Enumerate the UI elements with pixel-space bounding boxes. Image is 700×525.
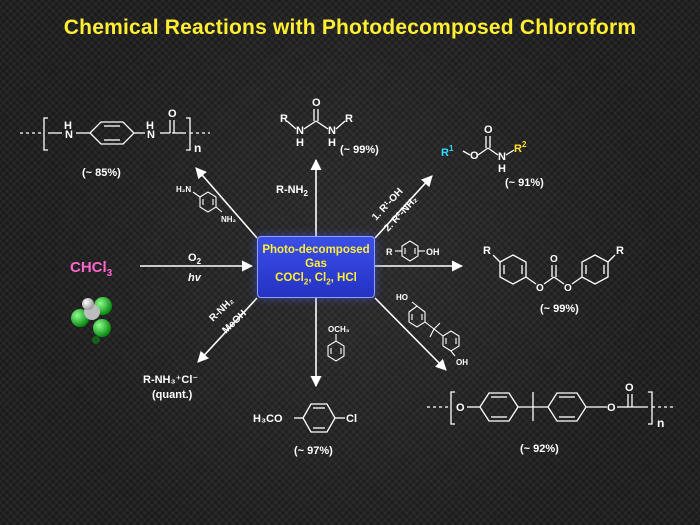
hub-line-2: Gas — [305, 258, 327, 270]
bpa-oh: OH — [456, 358, 468, 367]
ammonium-product: R-NH₃⁺Cl⁻ — [143, 374, 198, 386]
polyurea-nh-right: H — [146, 120, 154, 132]
photodecomposed-gas-box: Photo-decomposed Gas COCl2, Cl2, HCl — [257, 236, 375, 298]
carbonate-r-right: R — [616, 245, 624, 257]
arrow-to-carbamate — [374, 175, 433, 239]
bpa-ho: HO — [396, 293, 408, 302]
carbamate-o-carbonyl: O — [484, 124, 493, 136]
carbamate-h: H — [498, 163, 506, 175]
ammonium-yield: (quant.) — [152, 389, 193, 401]
hub-line-3: COCl2, Cl2, HCl — [275, 272, 357, 287]
polyurea-yield: (~ 85%) — [82, 167, 121, 179]
urea-o: O — [312, 97, 321, 109]
chcl3-molecule-model — [71, 297, 112, 344]
polycarbonate-o-ester: O — [607, 402, 616, 414]
carbamate-r1: R1 — [441, 144, 454, 159]
chloroanisole-cl: Cl — [346, 413, 357, 425]
urea-r-left: R — [280, 113, 288, 125]
hub-line-1: Photo-decomposed — [262, 244, 370, 256]
urea-r-right: R — [345, 113, 353, 125]
carbonate-o-left: O — [536, 283, 544, 294]
arrow-to-polyurea — [195, 167, 258, 239]
diamine-reagent-structure — [192, 191, 223, 213]
urea-h-left: H — [296, 137, 304, 149]
chcl3-label: CHCl3 — [70, 259, 113, 279]
anisole-reagent-structure — [327, 334, 345, 362]
polycarbonate-o-carbonyl: O — [625, 382, 634, 394]
chloroanisole-yield: (~ 97%) — [294, 445, 333, 457]
polyurea-nh-left: H — [64, 120, 72, 132]
phenol-reagent-structure — [395, 240, 425, 262]
urea-h-right: H — [328, 137, 336, 149]
bisphenol-a-reagent-structure — [408, 301, 460, 357]
carbonate-yield: (~ 99%) — [540, 303, 579, 315]
arrow-to-ammonium — [197, 297, 258, 363]
urea-n-left: N — [296, 125, 304, 137]
diamine-nh2: NH₂ — [221, 215, 237, 224]
polyurea-n-index: n — [194, 141, 201, 155]
polycarbonate-n-index: n — [657, 416, 664, 430]
chloroanisole-structure — [294, 403, 345, 433]
anisole-och3: OCH₃ — [328, 325, 350, 334]
polyurea-structure — [20, 117, 210, 151]
condition-hv: hv — [188, 272, 202, 284]
polycarbonate-structure — [427, 391, 676, 425]
polyurea-n-left: N — [65, 129, 73, 141]
carbamate-n: N — [498, 151, 506, 163]
urea-structure — [286, 109, 346, 130]
carbamate-structure — [462, 136, 515, 156]
polycarbonate-o-left: O — [456, 402, 465, 414]
carbamate-yield: (~ 91%) — [505, 177, 544, 189]
carbamate-o-ester: O — [470, 150, 479, 162]
urea-yield: (~ 99%) — [340, 144, 379, 156]
polyurea-o: O — [168, 108, 177, 120]
chloroanisole-och3: H₃CO — [253, 413, 283, 425]
arrow-to-polycarbonate — [374, 297, 447, 371]
urea-n-right: N — [328, 125, 336, 137]
carbonate-structure — [492, 254, 616, 285]
carbonate-r-left: R — [483, 245, 491, 257]
reaction-arrows — [140, 158, 464, 388]
carbonate-o-carbonyl: O — [550, 254, 558, 265]
polyurea-n-right: N — [147, 129, 155, 141]
reagent-rnh2-top: R-NH2 — [276, 184, 309, 198]
phenol-r: R — [386, 247, 393, 257]
phenol-oh: OH — [426, 247, 440, 257]
diamine-h2n: H₂N — [176, 185, 191, 194]
page-title: Chemical Reactions with Photodecomposed … — [63, 16, 637, 39]
carbamate-r2: R2 — [514, 140, 527, 155]
condition-o2: O2 — [188, 252, 202, 266]
carbonate-o-right: O — [564, 283, 572, 294]
polycarbonate-yield: (~ 92%) — [520, 443, 559, 455]
